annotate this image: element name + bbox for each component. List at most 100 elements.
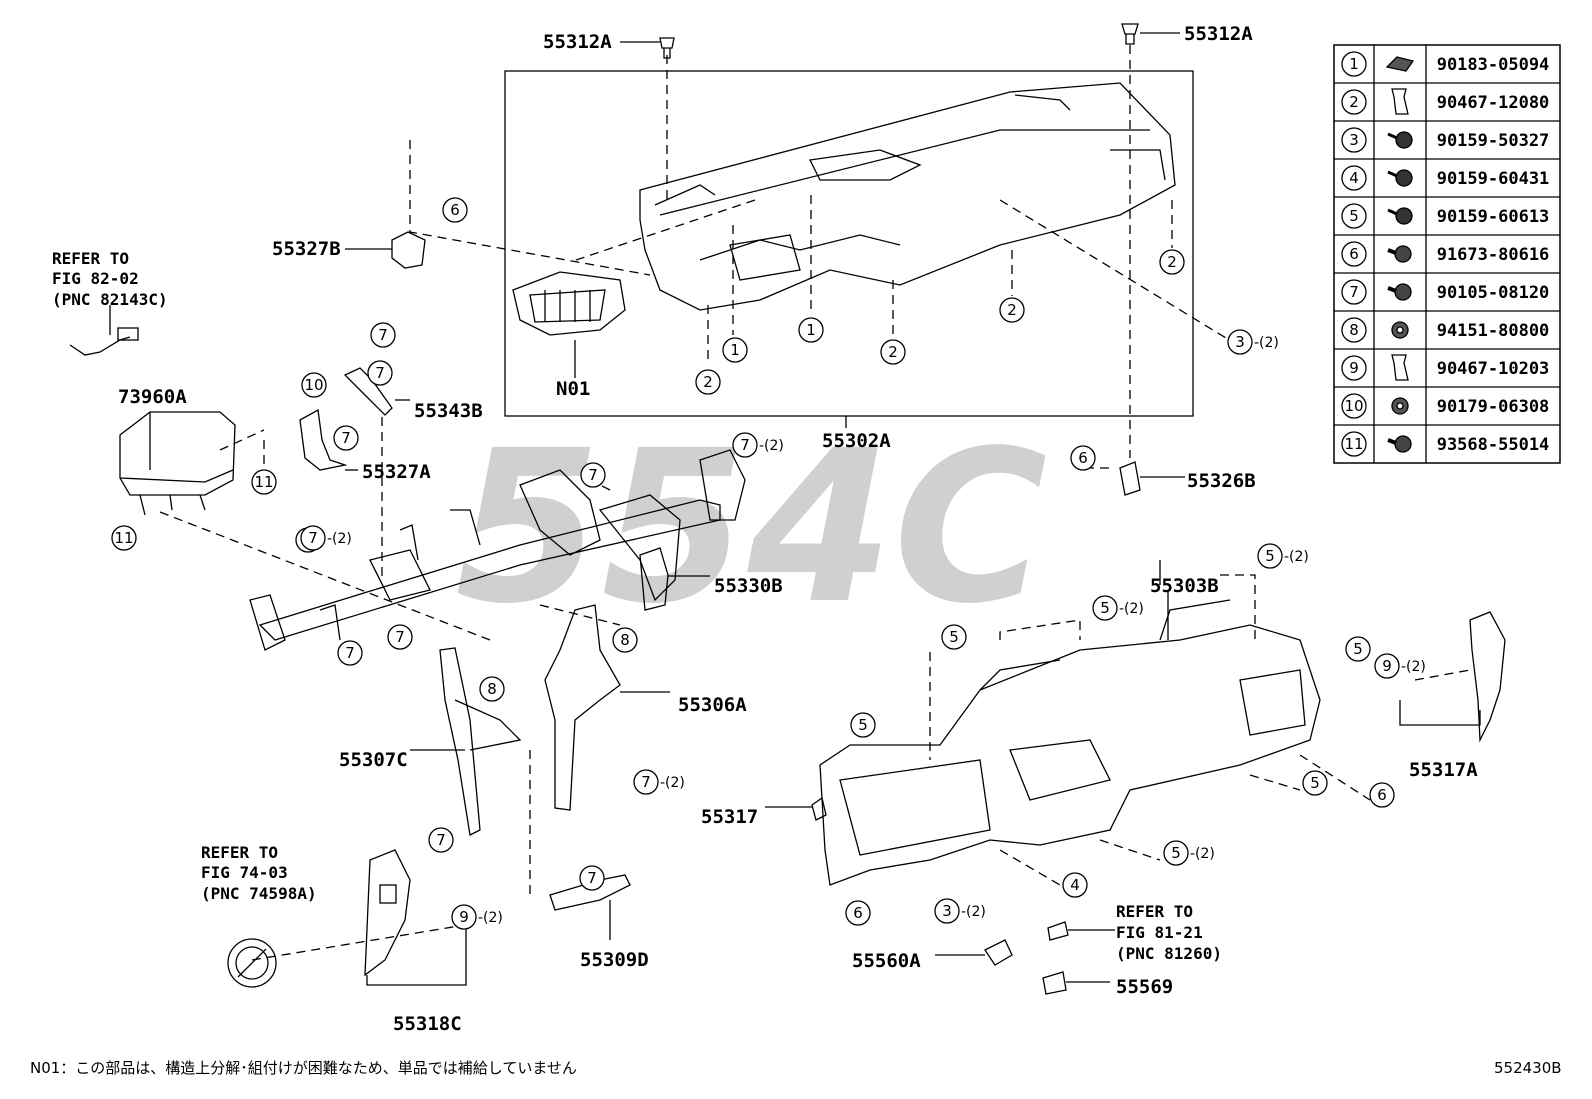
callout-1[interactable]: 1 — [798, 317, 824, 343]
part-label-N01[interactable]: N01 — [556, 378, 590, 400]
refer-note-74-line2[interactable]: FIG 74-03 — [201, 863, 288, 882]
table-callout-circle — [1341, 89, 1367, 115]
callout-9[interactable]: 9-(2) — [451, 904, 503, 930]
table-row[interactable]: 3 90159-50327 — [1334, 120, 1560, 159]
refer-note-81-line2[interactable]: FIG 81-21 — [1116, 923, 1203, 942]
callout-4[interactable]: 4 — [1062, 872, 1088, 898]
callout-number: 5 — [1265, 547, 1275, 565]
callout-5[interactable]: 5 — [1302, 770, 1328, 796]
callout-7[interactable]: 7-(2) — [633, 769, 685, 795]
harness-82143C — [69, 305, 139, 356]
callout-number: 5 — [949, 628, 959, 646]
callout-2[interactable]: 2 — [695, 369, 721, 395]
callout-7[interactable]: 7-(2) — [732, 432, 784, 458]
part-label-55302A[interactable]: 55302A — [822, 430, 891, 452]
part-label-55306A[interactable]: 55306A — [678, 694, 747, 716]
callout-6[interactable]: 6 — [442, 197, 468, 223]
callout-5[interactable]: 5 -(2) — [1092, 595, 1144, 621]
table-callout-circle — [1341, 279, 1367, 305]
callout-number: 5 — [1100, 599, 1110, 617]
callout-8[interactable]: 8 — [479, 676, 505, 702]
table-part-number: 90159-50327 — [1437, 131, 1550, 151]
part-label-55327A[interactable]: 55327A — [362, 461, 431, 483]
part-label-55326B[interactable]: 55326B — [1187, 470, 1256, 492]
part-label-55569[interactable]: 55569 — [1116, 976, 1173, 998]
part-label-55343B[interactable]: 55343B — [414, 400, 483, 422]
table-callout-number: 5 — [1349, 207, 1359, 225]
callout-6[interactable]: 6 — [845, 900, 871, 926]
part-label-55303B[interactable]: 55303B — [1150, 575, 1219, 597]
callout-7[interactable]: 7 — [580, 462, 606, 488]
refer-note-82-line2[interactable]: FIG 82-02 — [52, 269, 139, 288]
callout-6[interactable]: 6 — [1369, 782, 1395, 808]
callout-3[interactable]: 3-(2) — [1227, 329, 1279, 355]
callout-11[interactable]: 11 — [111, 525, 137, 551]
part-label-55312A-right[interactable]: 55312A — [1184, 23, 1253, 45]
n01-vent-part — [512, 271, 626, 336]
callout-11[interactable]: 11 — [251, 469, 277, 495]
table-part-number: 90183-05094 — [1437, 55, 1550, 75]
callout-8[interactable]: 8 — [612, 627, 638, 653]
callout-number: 1 — [806, 321, 816, 339]
part-label-55309D[interactable]: 55309D — [580, 949, 649, 971]
callout-5[interactable]: 5-(2) — [1257, 543, 1309, 569]
table-callout-number: 3 — [1349, 131, 1359, 149]
callout-2[interactable]: 2 — [880, 339, 906, 365]
callout-2[interactable]: 2 — [999, 297, 1025, 323]
callout-7[interactable]: 7 — [579, 865, 605, 891]
callout-9[interactable]: 9-(2) — [1374, 653, 1426, 679]
callout-7[interactable]: 7 — [337, 640, 363, 666]
callout-7[interactable]: 7 — [367, 360, 393, 386]
push-clip-55312A-right — [1121, 23, 1180, 45]
callout-7[interactable]: 7 — [370, 322, 396, 348]
callout-5[interactable]: 5 — [941, 624, 967, 650]
callout-7[interactable]: 7 — [428, 827, 454, 853]
table-callout-circle — [1341, 51, 1367, 77]
part-label-55560A[interactable]: 55560A — [852, 950, 921, 972]
brace-55327A — [299, 408, 358, 471]
callout-number: 10 — [304, 376, 323, 394]
part-label-55330B[interactable]: 55330B — [714, 575, 783, 597]
part-label-55307C[interactable]: 55307C — [339, 749, 408, 771]
callout-quantity: -(2) — [1254, 335, 1279, 351]
part-label-73960A[interactable]: 73960A — [118, 386, 187, 408]
part-label-55317A[interactable]: 55317A — [1409, 759, 1478, 781]
callout-7[interactable]: 7 — [387, 624, 413, 650]
callout-5[interactable]: 5 — [1345, 636, 1371, 662]
screw-icon — [1387, 131, 1413, 149]
callout-3[interactable]: 3-(2) — [934, 898, 986, 924]
clip-55317 — [765, 796, 827, 821]
push-clip-55312A-left — [620, 37, 675, 59]
callout-quantity: -(2) — [1119, 601, 1144, 617]
callout-number: 11 — [254, 473, 273, 491]
callout-6[interactable]: 6 — [1070, 445, 1096, 471]
callout-5[interactable]: 5-(2) — [1163, 840, 1215, 866]
table-callout-circle — [1341, 241, 1367, 267]
part-label-55317[interactable]: 55317 — [701, 806, 758, 828]
part-label-55327B[interactable]: 55327B — [272, 238, 341, 260]
callout-5[interactable]: 5 — [850, 712, 876, 738]
callout-7[interactable]: 7 — [333, 425, 359, 451]
callout-1[interactable]: 1 — [722, 337, 748, 363]
callout-2[interactable]: 2 — [1159, 249, 1185, 275]
callout-10[interactable]: 10 — [301, 372, 327, 398]
callout-7[interactable]: 7-(2) — [300, 525, 352, 551]
callout-number: 8 — [487, 680, 497, 698]
refer-note-82-line1: REFER TO — [52, 249, 129, 268]
part-label-55318C[interactable]: 55318C — [393, 1013, 462, 1035]
part-label-55312A-left[interactable]: 55312A — [543, 31, 612, 53]
table-callout-number: 10 — [1344, 397, 1363, 415]
callout-quantity: -(2) — [478, 910, 503, 926]
